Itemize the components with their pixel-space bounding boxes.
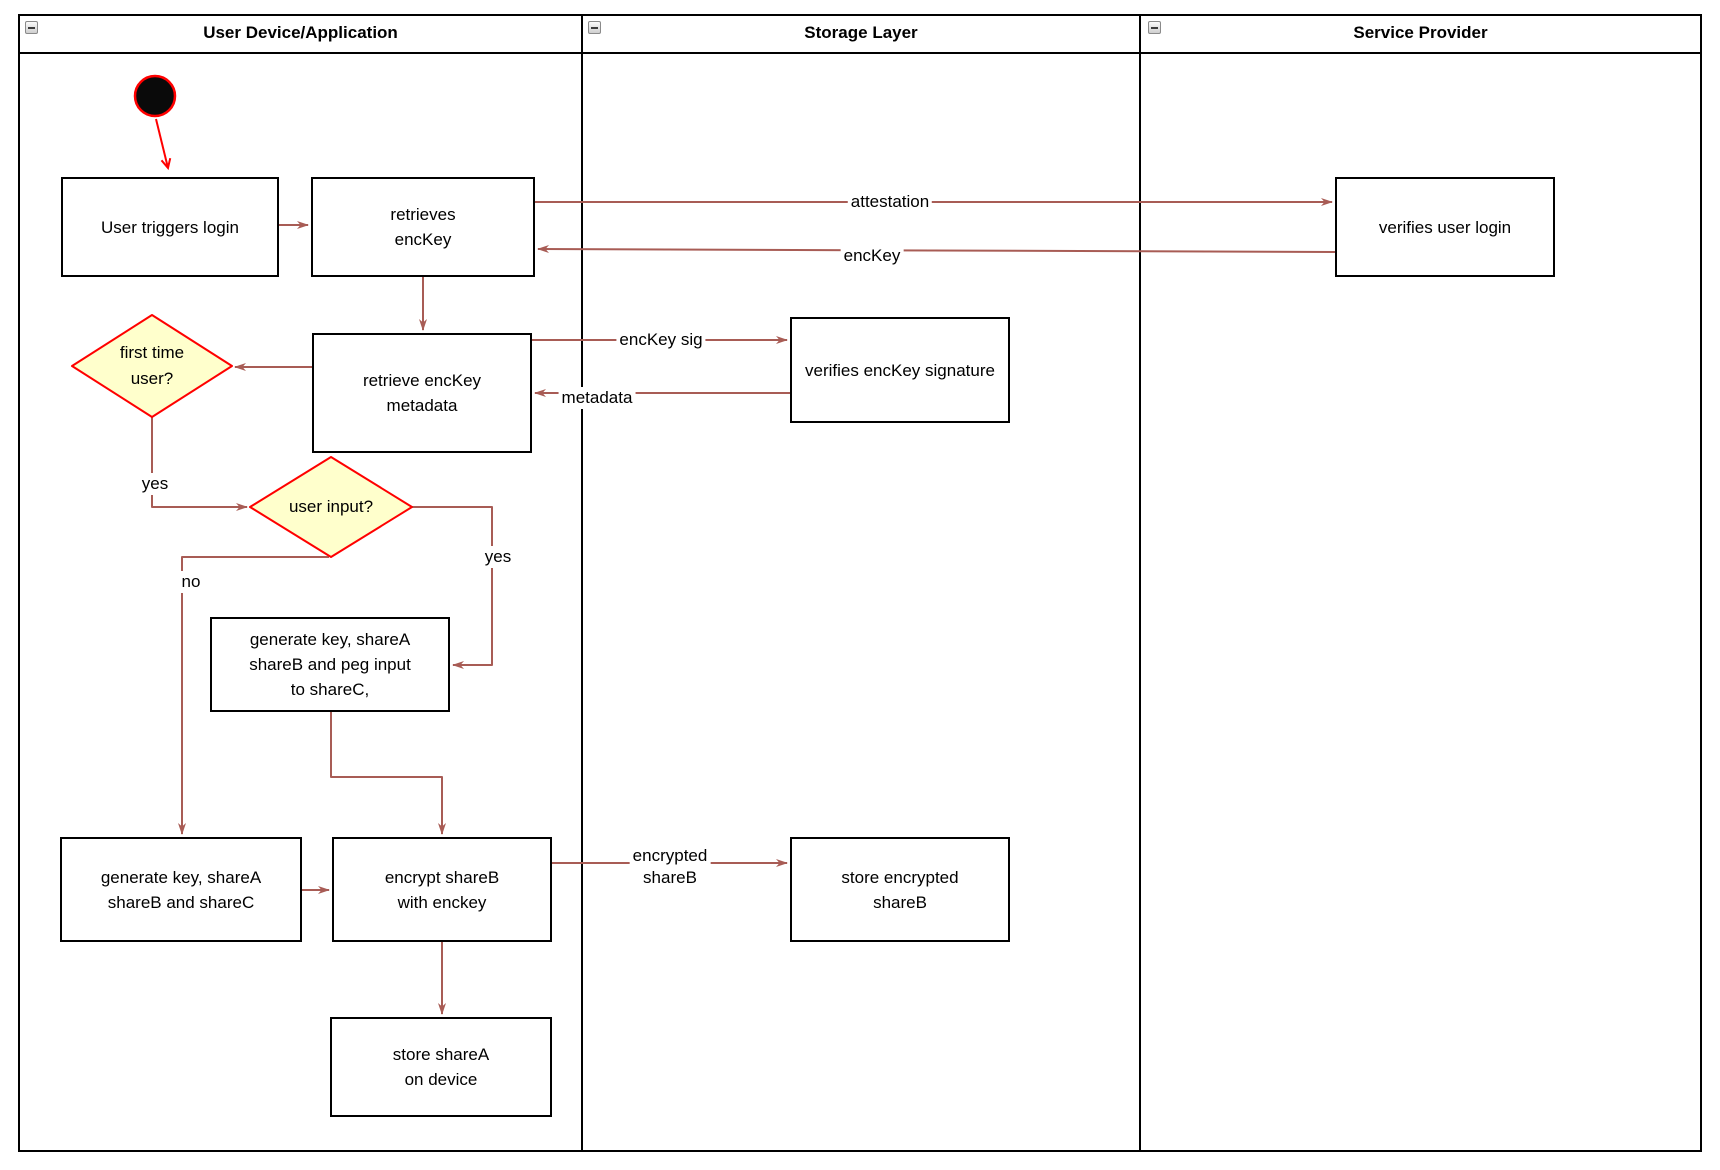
minus-icon (591, 26, 598, 29)
edge-start-to-login (155, 118, 172, 171)
lane-divider-2 (1139, 14, 1141, 1152)
edge-enckey-return (537, 245, 1336, 254)
node-user-triggers-login[interactable]: User triggers login (61, 177, 279, 277)
decision-label-first-time-user: first time user? (119, 343, 185, 388)
edge-label-yes-user-input: yes (481, 546, 515, 568)
minus-icon (1151, 26, 1158, 29)
edge-label-no-user-input: no (178, 571, 204, 593)
edge-label-metadata: metadata (558, 387, 636, 409)
node-encrypt-shareb[interactable]: encrypt shareB with enckey (332, 837, 552, 942)
node-verifies-enckey-signature[interactable]: verifies encKey signature (790, 317, 1010, 423)
node-store-sharea-on-device[interactable]: store shareA on device (330, 1017, 552, 1117)
collapse-icon[interactable] (1148, 21, 1161, 34)
node-retrieves-enckey[interactable]: retrieves encKey (311, 177, 535, 277)
edge-label-attestation: attestation (847, 191, 933, 213)
edge-label-yes-first-time: yes (138, 473, 172, 495)
minus-icon (28, 26, 35, 29)
node-store-encrypted-shareb[interactable]: store encrypted shareB (790, 837, 1010, 942)
edge-label-enckey-sig: encKey sig (616, 329, 706, 351)
lane-title-user-device: User Device/Application (203, 23, 398, 42)
start-node[interactable] (133, 74, 177, 118)
lane-title-storage-layer: Storage Layer (804, 23, 918, 42)
lane-title-service-provider: Service Provider (1353, 23, 1488, 42)
edge-label-encrypted-shareb: encrypted shareB (629, 845, 711, 889)
edge-generate-peg-to-encrypt (330, 712, 446, 835)
edge-label-enckey: encKey (840, 245, 904, 267)
node-retrieve-enckey-metadata[interactable]: retrieve encKey metadata (312, 333, 532, 453)
node-generate-key-peg-input[interactable]: generate key, shareA shareB and peg inpu… (210, 617, 450, 712)
collapse-icon[interactable] (588, 21, 601, 34)
header-divider-line (18, 52, 1702, 54)
node-verifies-user-login[interactable]: verifies user login (1335, 177, 1555, 277)
lane-divider-1 (581, 14, 583, 1152)
collapse-icon[interactable] (25, 21, 38, 34)
decision-label-user-input: user input? (288, 497, 374, 516)
node-generate-key-shares[interactable]: generate key, shareA shareB and shareC (60, 837, 302, 942)
